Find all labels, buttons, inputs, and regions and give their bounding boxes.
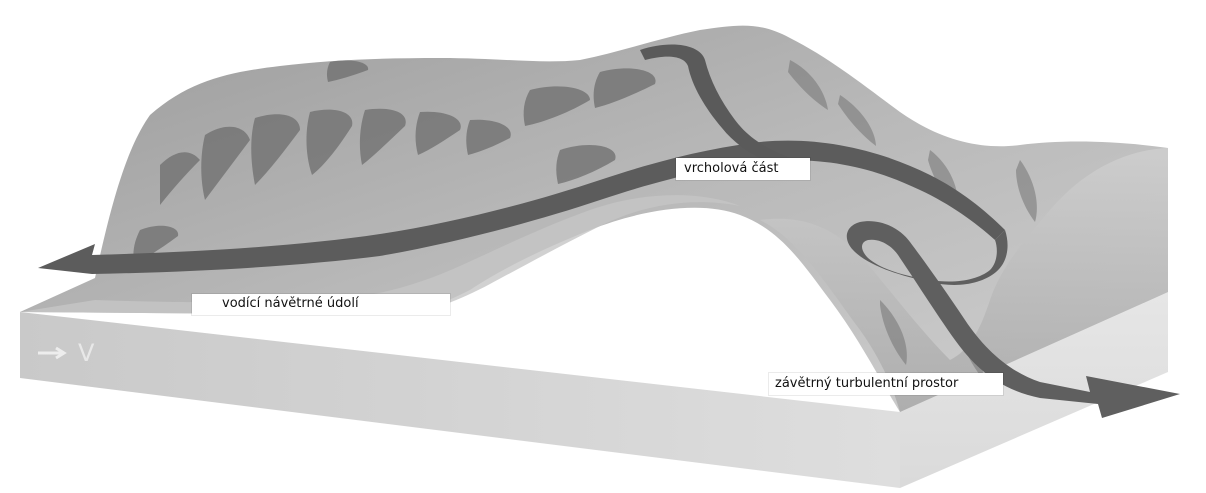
arrow-right-icon xyxy=(36,345,72,361)
label-windward-valley: vodící návětrné údolí xyxy=(192,294,450,315)
label-summit-area: vrcholová část xyxy=(676,158,810,180)
label-lee-turbulent-zone: závětrný turbulentní prostor xyxy=(769,373,1003,395)
wind-direction-symbol: V xyxy=(36,339,94,367)
wind-speed-letter: V xyxy=(78,339,94,367)
block-front-face xyxy=(20,312,900,488)
